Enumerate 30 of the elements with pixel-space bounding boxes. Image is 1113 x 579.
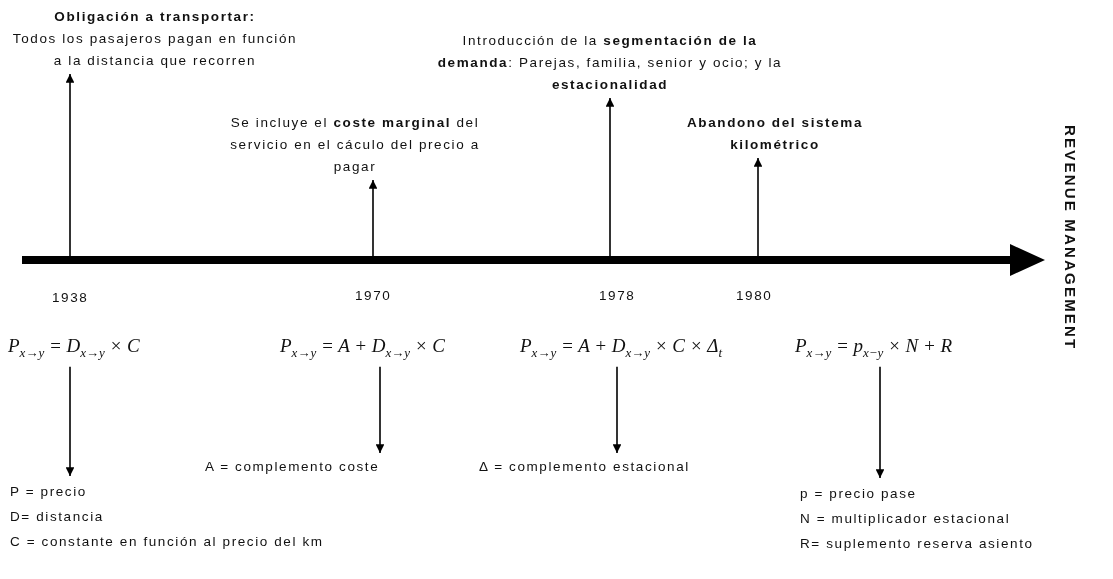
arrow: [605, 97, 615, 257]
year-label: 1970: [355, 288, 392, 303]
formula: P$_{x→y}$ = A + D$_{x→y}$ × C × Δ$_{t}$: [520, 334, 723, 365]
formula: P$_{x→y}$ = p$_{x−y}$ × N + R: [795, 334, 953, 365]
definition-text: N = multiplicador estacional: [800, 510, 1012, 528]
formula: P$_{x→y}$ = A + D$_{x→y}$ × C: [280, 334, 445, 365]
year-label: 1978: [599, 288, 636, 303]
description-text: Todos los pasajeros pagan en función a la distancia que recorren: [11, 30, 299, 70]
description-text: Se incluye el coste marginal del servicio en el cáculo del precio a pagar: [225, 112, 485, 178]
arrow: [65, 366, 75, 477]
heading-text: Obligación a transportar:: [53, 8, 257, 26]
definition-text: C = constante en función al precio del km: [10, 533, 325, 551]
vertical-heading: REVENUE MANAGEMENT: [1062, 125, 1079, 351]
definition-text: P = precio: [10, 483, 88, 501]
arrow: [65, 73, 75, 257]
arrow: [368, 179, 378, 257]
definition-text: A = complemento coste: [205, 456, 380, 478]
year-label: 1980: [736, 288, 773, 303]
description-text: Introducción de la segmentación de la demanda: Parejas, familia, senior y ocio; y la estacionalidad: [428, 30, 792, 96]
arrow: [875, 366, 885, 479]
definition-text: p = precio pase: [800, 485, 918, 503]
year-label: 1938: [52, 290, 89, 305]
definition-text: Δ = complemento estacional: [479, 456, 690, 478]
definition-text: D= distancia: [10, 508, 105, 526]
definition-text: R= suplemento reserva asiento: [800, 535, 1035, 553]
formula: P$_{x→y}$ = D$_{x→y}$ × C: [8, 334, 140, 365]
arrow: [612, 366, 622, 454]
description-text: Abandono del sistema kilométrico: [655, 112, 895, 156]
arrow: [375, 366, 385, 454]
arrow: [753, 157, 763, 257]
